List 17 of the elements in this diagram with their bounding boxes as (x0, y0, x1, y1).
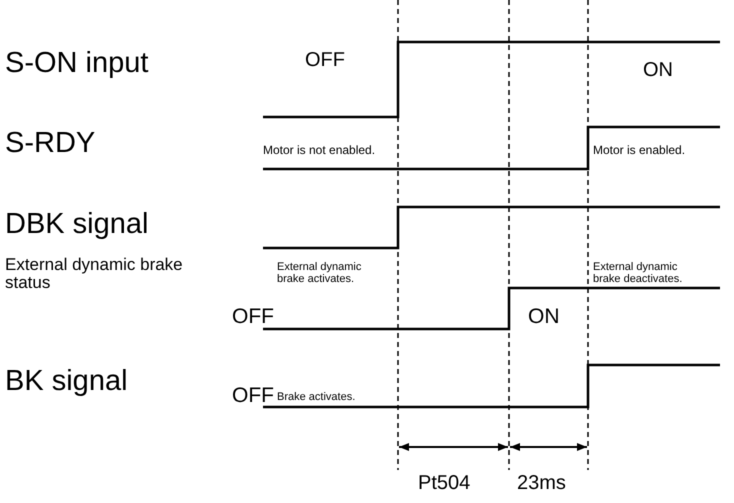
note-text: External dynamic brake deactivates. (593, 262, 684, 286)
state-label: OFF (232, 306, 274, 328)
state-label: OFF (305, 50, 345, 71)
signal-label: External dynamic brake status (5, 256, 184, 292)
signal-label: S-ON input (5, 48, 148, 78)
dimension-label: 23ms (517, 473, 566, 494)
signal-label: BK signal (5, 366, 128, 396)
note-text: Motor is not enabled. (263, 144, 376, 157)
state-label: ON (643, 60, 673, 81)
dimension-label: Pt504 (418, 473, 470, 494)
note-text: Brake activates. (277, 392, 356, 404)
note-text: Motor is enabled. (593, 144, 686, 157)
note-text: External dynamic brake activates. (277, 262, 362, 286)
signal-label: DBK signal (5, 209, 148, 240)
signal-label: S-RDY (5, 128, 96, 158)
state-label: ON (528, 306, 560, 328)
state-label: OFF (232, 385, 274, 408)
